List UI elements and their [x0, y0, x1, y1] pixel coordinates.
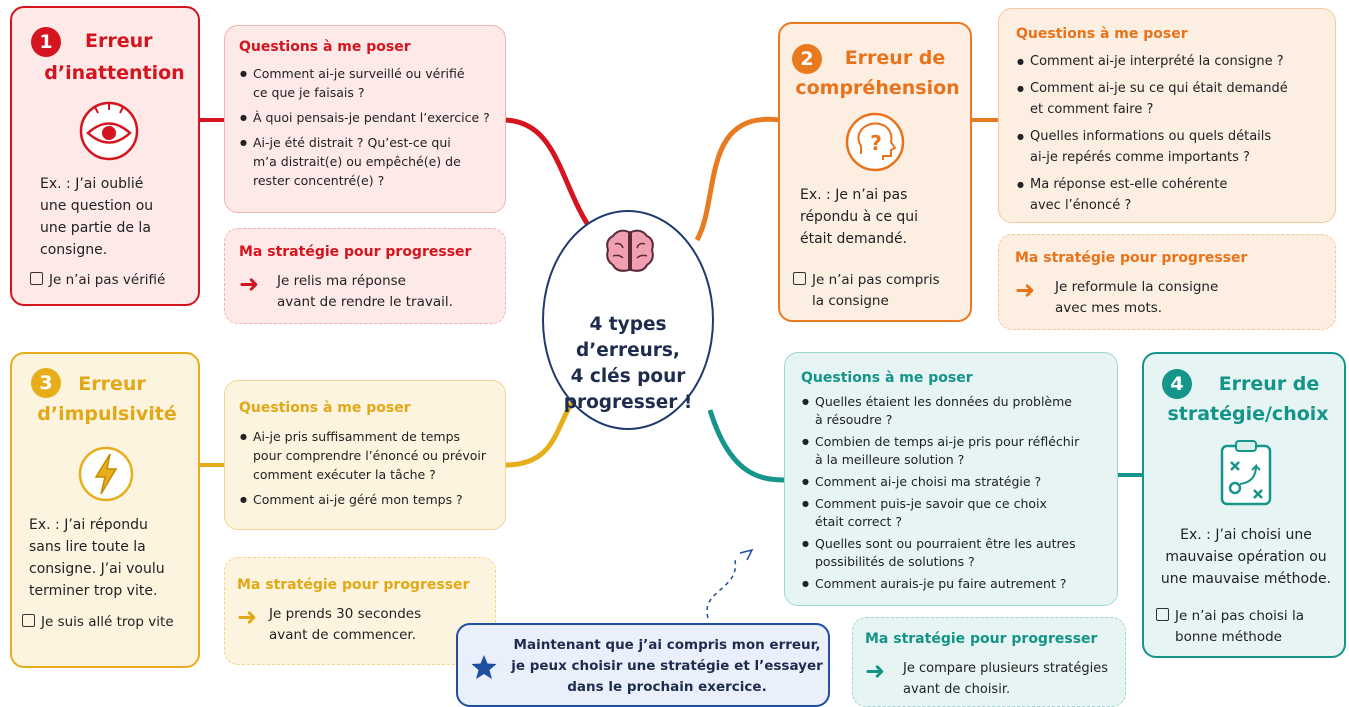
error2-title-line1: Erreur de: [844, 47, 946, 69]
error1-questions: Questions à me poser Comment ai-je surve…: [224, 25, 506, 213]
star-icon: [471, 655, 497, 679]
error4-questions-list: Quelles étaient les données du problèmeà…: [801, 393, 1125, 597]
error2-questions: Questions à me poser Comment ai-je inter…: [998, 8, 1336, 223]
error1-questions-title: Questions à me poser: [239, 39, 411, 55]
bottom-note-text: Maintenant que j’ai compris mon erreur,j…: [511, 637, 823, 695]
lightning-icon: [78, 446, 134, 502]
svg-text:?: ?: [870, 131, 882, 155]
brain-icon: [606, 229, 654, 272]
error3-questions: Questions à me poser Ai-je pris suffisam…: [224, 380, 506, 530]
error2-strategy-title: Ma stratégie pour progresser: [1015, 250, 1248, 266]
question-item: Comment ai-je interprété la consigne ?: [1017, 51, 1340, 72]
question-item: Quelles informations ou quels détailsai-…: [1017, 126, 1340, 168]
error3-title-line2: d’impulsivité: [37, 403, 177, 425]
arrow-right-icon: ➜: [1015, 276, 1036, 304]
arrow-right-icon: ➜: [237, 603, 258, 631]
checkbox-icon[interactable]: [22, 614, 35, 627]
question-item: Comment puis-je savoir que ce choixétait…: [802, 495, 1125, 531]
error1-strategy: Ma stratégie pour progresser ➜ Je relis …: [224, 228, 506, 324]
error1-card: 1 Erreur d’inattention Ex. : J’ai oublié…: [10, 6, 200, 306]
clipboard-strategy-icon: [1220, 440, 1272, 506]
error4-strategy: Ma stratégie pour progresser ➜ Je compar…: [852, 617, 1126, 707]
error3-strategy: Ma stratégie pour progresser ➜ Je prends…: [224, 557, 496, 665]
error4-questions-title: Questions à me poser: [801, 370, 973, 386]
error3-strategy-title: Ma stratégie pour progresser: [237, 577, 470, 593]
arrow-right-icon: ➜: [239, 270, 260, 298]
error2-strategy: Ma stratégie pour progresser ➜ Je reform…: [998, 234, 1336, 330]
error1-title: Erreur: [85, 30, 153, 52]
checkbox-icon[interactable]: [1156, 608, 1169, 621]
question-item: Quelles sont ou pourraient être les autr…: [802, 535, 1125, 571]
question-item: Comment aurais-je pu faire autrement ?: [802, 575, 1125, 593]
error1-title-line2: d’inattention: [44, 62, 185, 84]
question-item: Quelles étaient les données du problèmeà…: [802, 393, 1125, 429]
error4-number: 4: [1162, 369, 1192, 399]
error4-questions: Questions à me poser Quelles étaient les…: [784, 352, 1118, 606]
error1-checkbox[interactable]: Je n’ai pas vérifié: [30, 270, 165, 291]
error2-questions-list: Comment ai-je interprété la consigne ? C…: [1016, 51, 1340, 222]
question-item: Comment ai-je choisi ma stratégie ?: [802, 473, 1125, 491]
error3-number: 3: [31, 368, 61, 398]
error4-strategy-title: Ma stratégie pour progresser: [865, 631, 1098, 647]
error3-questions-title: Questions à me poser: [239, 400, 411, 416]
question-item: Comment ai-je géré mon temps ?: [240, 490, 515, 509]
error2-questions-title: Questions à me poser: [1016, 26, 1188, 42]
error3-checkbox[interactable]: Je suis allé trop vite: [22, 612, 174, 633]
error2-number: 2: [792, 44, 822, 74]
error1-number: 1: [31, 27, 61, 57]
error1-strategy-title: Ma stratégie pour progresser: [239, 244, 472, 260]
error3-card: 3 Erreur d’impulsivité Ex. : J’ai répond…: [10, 352, 200, 668]
error2-title-line2: compréhension: [795, 77, 960, 99]
error2-card: 2 Erreur de compréhension ? Ex. : Je n’a…: [778, 22, 972, 322]
question-item: Combien de temps ai-je pris pour réfléch…: [802, 433, 1125, 469]
arrow-right-icon: ➜: [865, 657, 886, 685]
checkbox-icon[interactable]: [30, 272, 43, 285]
question-item: À quoi pensais-je pendant l’exercice ?: [240, 108, 515, 127]
eye-icon: [79, 101, 139, 161]
question-item: Comment ai-je su ce qui était demandéet …: [1017, 78, 1340, 120]
head-question-icon: ?: [845, 112, 905, 172]
bottom-note: Maintenant que j’ai compris mon erreur,j…: [456, 623, 830, 707]
checkbox-icon[interactable]: [793, 272, 806, 285]
error3-title-line1: Erreur: [78, 373, 146, 395]
error4-title-line2: stratégie/choix: [1167, 403, 1329, 425]
error4-title-line1: Erreur de: [1218, 373, 1320, 395]
error4-card: 4 Erreur de stratégie/choix Ex. : J’ai c…: [1142, 352, 1346, 658]
